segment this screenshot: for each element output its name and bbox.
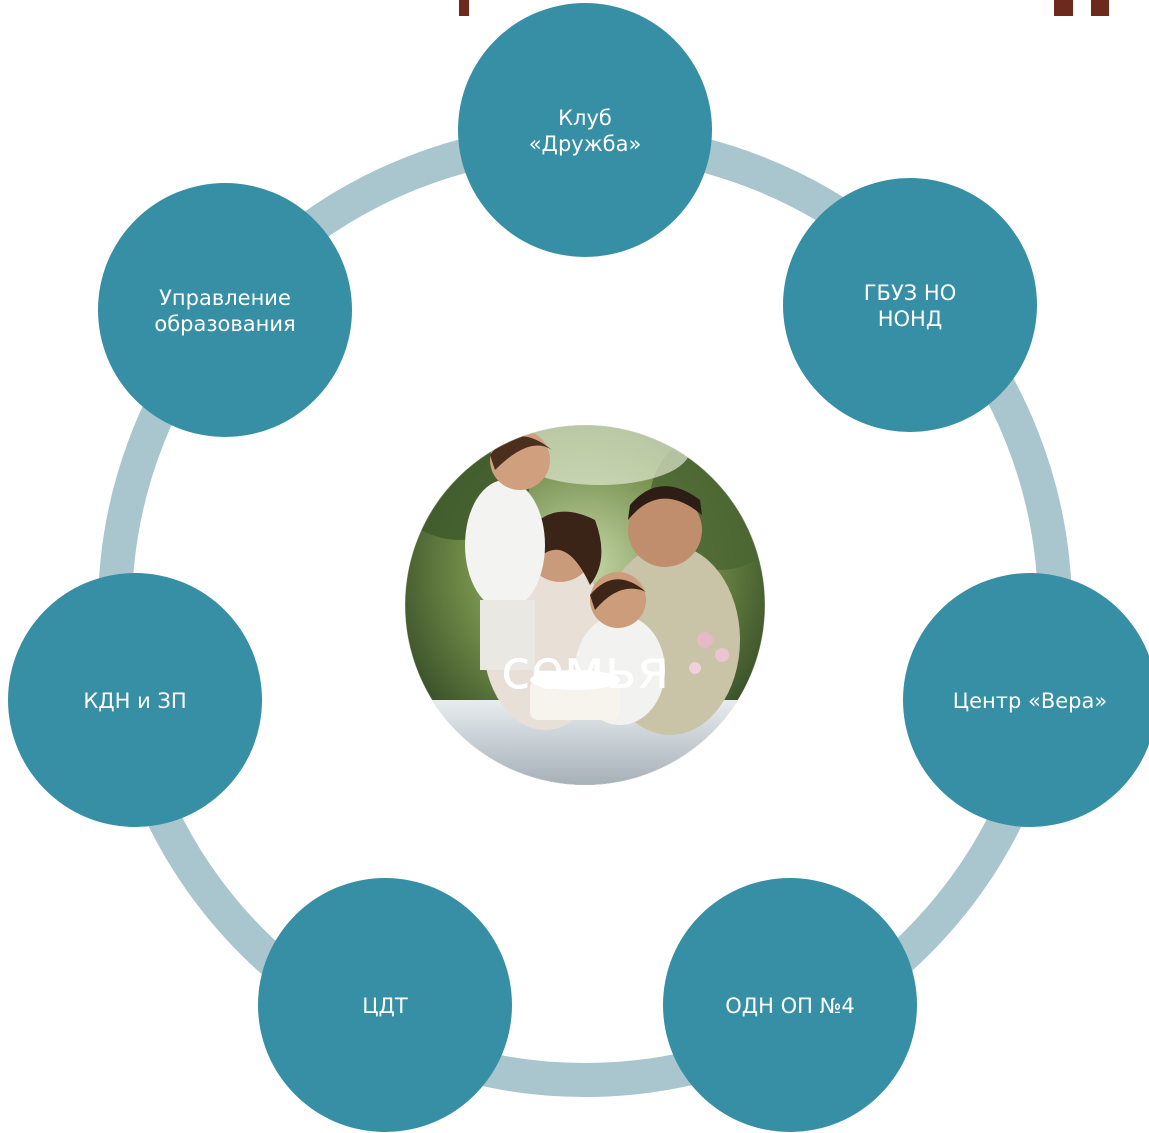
node-club-druzhba: Клуб«Дружба»	[458, 3, 712, 257]
node-center-vera: Центр «Вера»	[903, 573, 1149, 827]
node-label: ГБУЗ НО	[864, 281, 956, 305]
family-photo	[405, 425, 765, 785]
node-circle	[783, 178, 1037, 432]
node-label: Клуб	[558, 106, 612, 130]
top-decoration-bar	[1054, 0, 1073, 16]
node-circle	[8, 573, 262, 827]
node-label: ЦДТ	[362, 994, 408, 1018]
node-label: ОДН ОП №4	[725, 994, 855, 1018]
node-label: КДН и ЗП	[83, 689, 186, 713]
node-cdt: ЦДТ	[258, 878, 512, 1132]
node-circle	[458, 3, 712, 257]
node-kdn-zp: КДН и ЗП	[8, 573, 262, 827]
node-circle	[903, 573, 1149, 827]
node-circle	[258, 878, 512, 1132]
node-label: Управление	[159, 286, 291, 310]
node-label: Центр «Вера»	[953, 689, 1107, 713]
center-circle: семья	[404, 424, 766, 786]
node-label: «Дружба»	[529, 132, 642, 156]
top-decoration-bar	[1091, 0, 1109, 16]
node-odn-op-4: ОДН ОП №4	[663, 878, 917, 1132]
node-label: образования	[154, 312, 295, 336]
top-decoration-bar	[459, 0, 469, 16]
node-label: НОНД	[878, 307, 943, 331]
node-circle	[98, 183, 352, 437]
node-circle	[663, 878, 917, 1132]
center-label: семья	[501, 638, 669, 701]
